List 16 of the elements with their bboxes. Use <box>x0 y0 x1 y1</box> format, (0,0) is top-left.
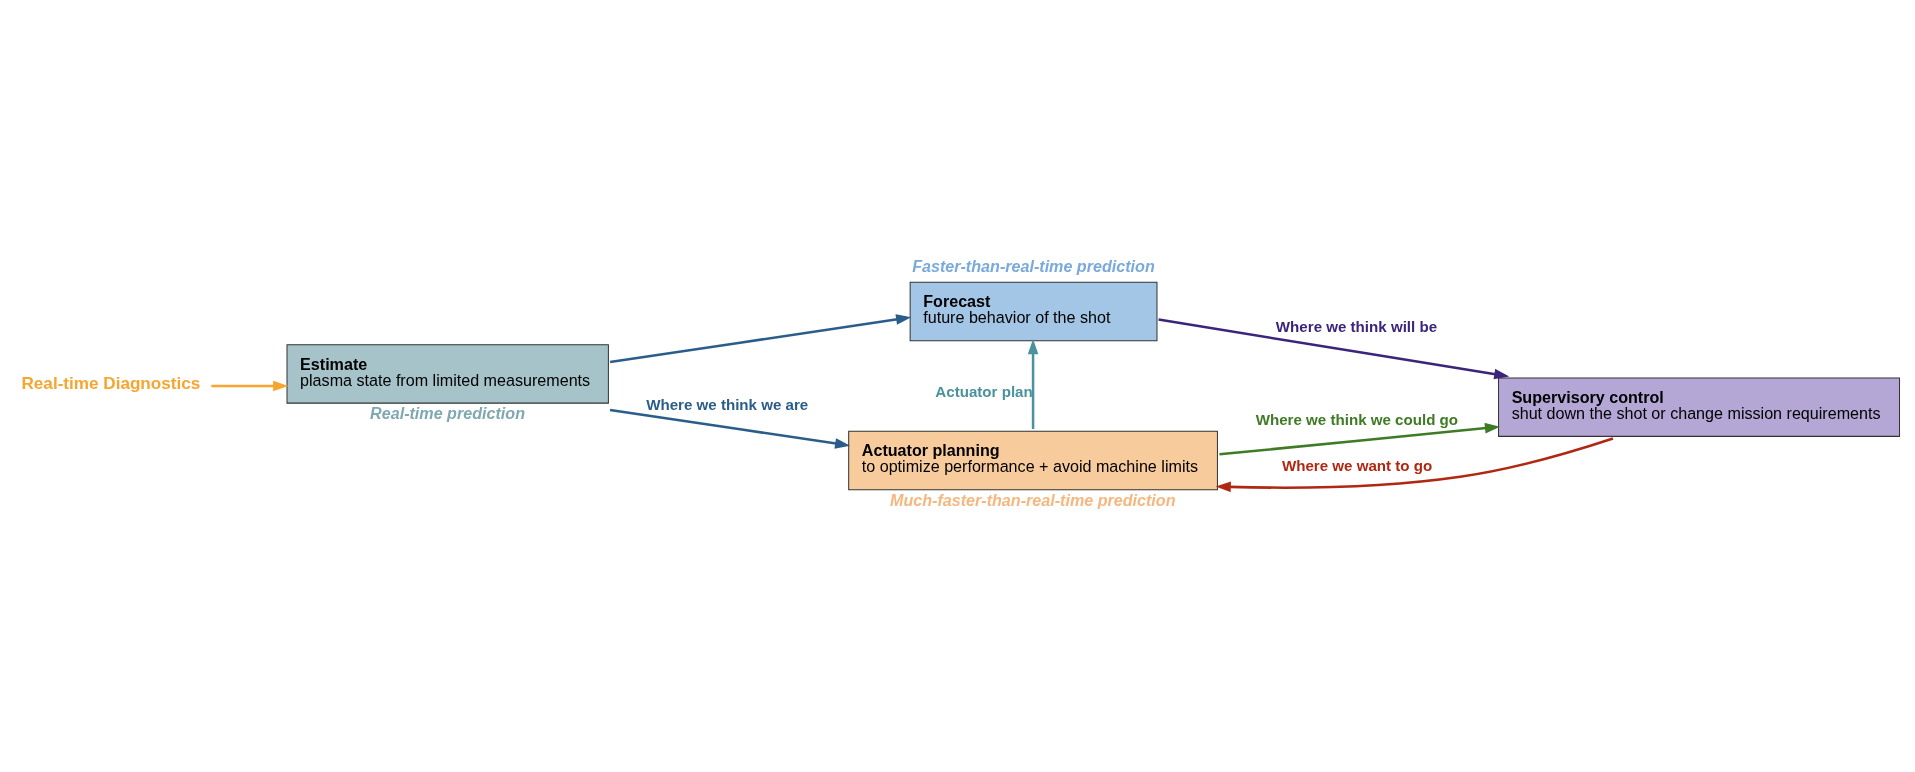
arrow <box>609 408 851 449</box>
node-text: Real-time Diagnostics <box>21 374 201 394</box>
arrow <box>609 314 912 364</box>
edge-label: Where we think will be <box>1275 317 1438 335</box>
edge-label: Actuator plan <box>935 382 1033 400</box>
arrow <box>1158 318 1510 380</box>
edge-label: Where we think we could go <box>1255 411 1459 429</box>
arrow <box>1219 422 1501 456</box>
edge-label: Where we want to go <box>1281 456 1433 474</box>
arrow <box>211 380 289 392</box>
node-label: Faster-than-real-time prediction <box>912 256 1155 275</box>
edge-label: Where we think we are <box>646 396 809 414</box>
node-label: Much-faster-than-real-time prediction <box>890 490 1176 509</box>
node-label: Real-time prediction <box>370 404 525 423</box>
arrow <box>1215 437 1614 493</box>
arrow <box>1027 339 1039 429</box>
